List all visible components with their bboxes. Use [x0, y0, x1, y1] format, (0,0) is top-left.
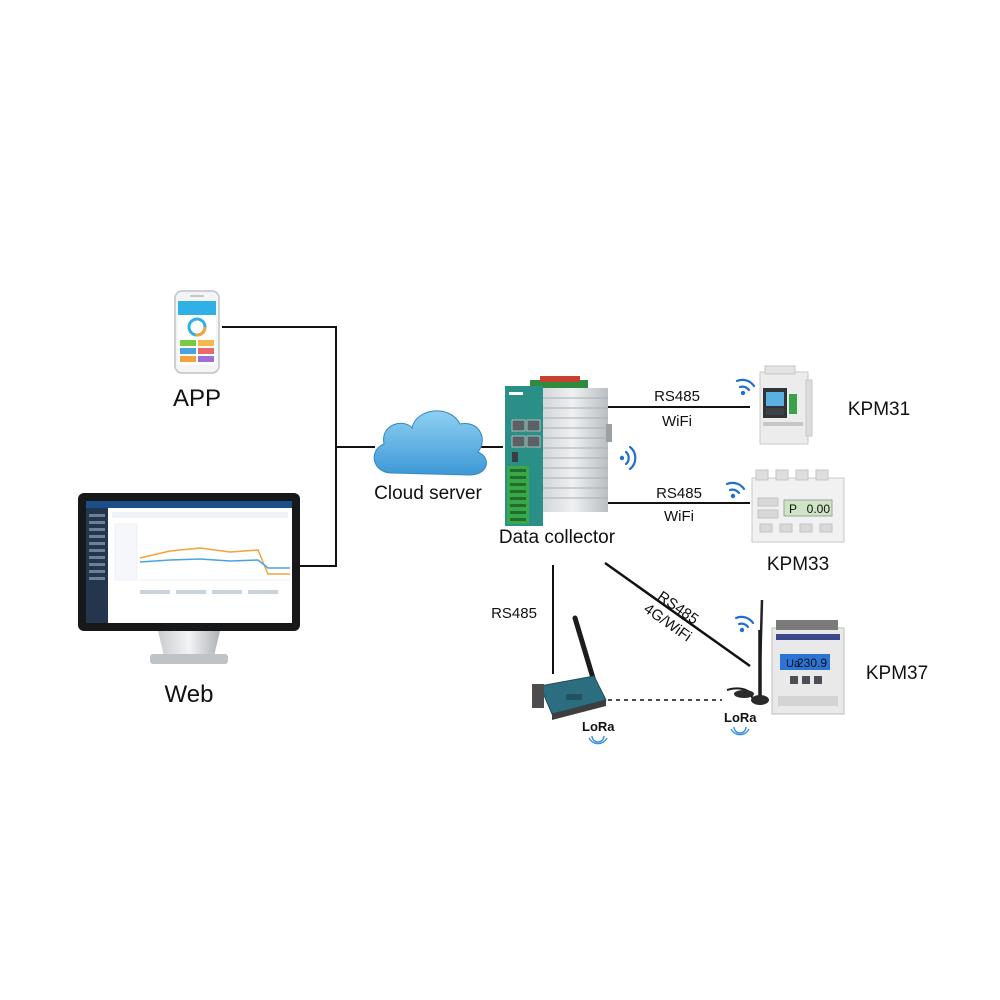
lora-gateway-logo: LoRa [582, 719, 615, 745]
kpm31-label: KPM31 [848, 399, 910, 420]
kpm33-link-label-1: RS485 [656, 485, 702, 502]
kpm37-label: KPM37 [866, 663, 928, 684]
kpm33-link-label-2: WiFi [664, 508, 694, 525]
lora-antenna-device [726, 630, 769, 705]
collector-label: Data collector [499, 527, 616, 548]
app-line [222, 326, 375, 448]
kpm31-wifi-icon [735, 378, 756, 396]
kpm37-meter: Ua 230.9 [758, 599, 845, 715]
kpm37-display-mode: Ua [786, 658, 801, 670]
kpm33-meter: P 0.00 [751, 469, 845, 543]
kpm33-wifi-icon [725, 481, 746, 499]
kpm33-display-mode: P [789, 502, 797, 516]
kpm37-wifi-icon [734, 615, 755, 633]
kpm37-line [604, 561, 751, 668]
lora-antenna-logo: LoRa [724, 710, 757, 736]
kpm31-link-label-2: WiFi [662, 413, 692, 430]
data-collector-device [505, 376, 612, 526]
app-label: APP [173, 385, 221, 412]
kpm31-link-label-1: RS485 [654, 388, 700, 405]
lora-link-label: RS485 [491, 605, 537, 622]
connection-lines [222, 326, 751, 701]
kpm37-display-value: 230.9 [797, 656, 827, 670]
lora-gateway-device [532, 615, 607, 720]
cloud-icon [373, 410, 487, 476]
collector-wifi-icon [619, 445, 637, 471]
web-monitor [78, 493, 300, 664]
kpm33-label: KPM33 [767, 554, 829, 575]
web-label: Web [165, 681, 214, 708]
web-line [300, 447, 337, 567]
app-phone [174, 290, 220, 374]
cloud-label: Cloud server [374, 483, 482, 504]
kpm31-meter [759, 365, 813, 445]
lora-gateway-label: LoRa [582, 719, 615, 734]
lora-antenna-label: LoRa [724, 710, 757, 725]
kpm33-display-value: 0.00 [807, 502, 831, 516]
